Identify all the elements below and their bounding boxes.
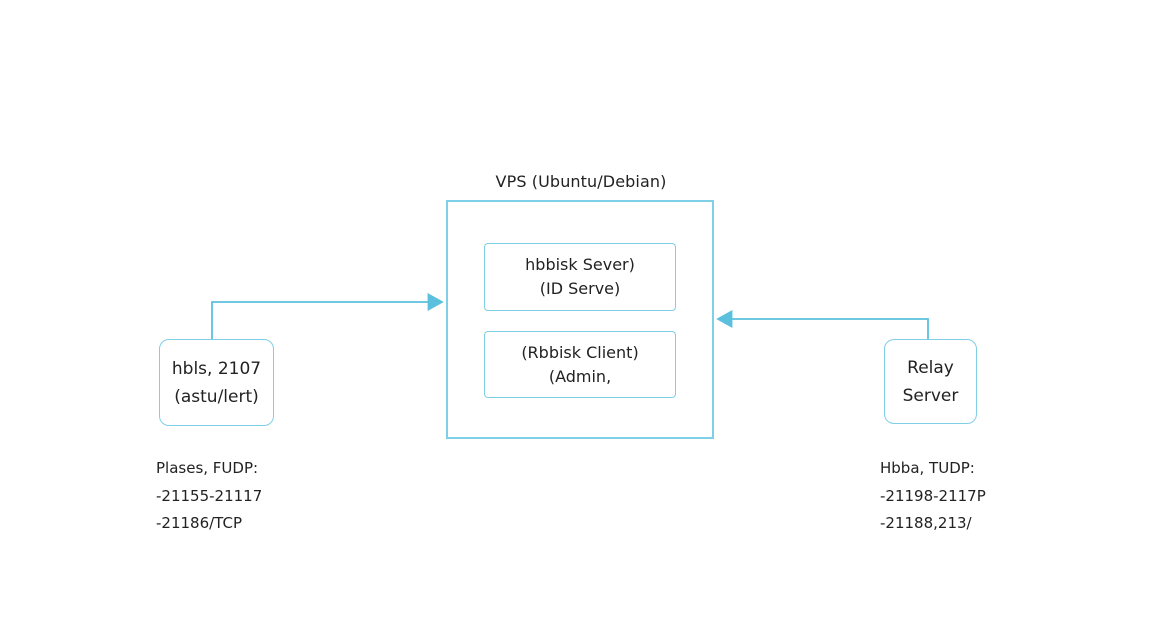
left-to-vps-arrow xyxy=(211,293,444,339)
admin-client-label-line1: (Rbbisk Client) xyxy=(521,342,639,362)
left-ports-info: Plases, FUDP: -21155-21117 -21186/TCP xyxy=(156,455,262,537)
left-node-label-line2: (astu/lert) xyxy=(174,386,259,407)
right-ports-heading: Hbba, TUDP: xyxy=(880,459,975,477)
admin-client-box: (Rbbisk Client) (Admin, xyxy=(484,331,676,398)
right-port-line: -21188,213/ xyxy=(880,514,972,532)
left-node: hbls, 2107 (astu/lert) xyxy=(159,339,274,426)
relay-server-label-line1: Relay xyxy=(907,357,954,378)
relay-server-label-line2: Server xyxy=(902,385,959,406)
right-ports-info: Hbba, TUDP: -21198-2117P -21188,213/ xyxy=(880,455,986,537)
left-ports-heading: Plases, FUDP: xyxy=(156,459,259,477)
right-to-vps-arrow xyxy=(716,310,929,339)
vps-title: VPS (Ubuntu/Debian) xyxy=(495,172,667,191)
left-node-label-line1: hbls, 2107 xyxy=(171,358,262,379)
id-server-label-line2: (ID Serve) xyxy=(539,279,621,298)
id-server-label-line1: hbbisk Sever) xyxy=(525,255,635,274)
left-port-line: -21155-21117 xyxy=(156,487,263,505)
id-server-box: hbbisk Sever) (ID Serve) xyxy=(484,243,676,311)
relay-server-node: Relay Server xyxy=(884,339,977,424)
admin-client-label-line2: (Admin, xyxy=(548,366,612,386)
right-port-line: -21198-2117P xyxy=(880,487,986,505)
vps-container xyxy=(446,200,714,439)
left-port-line: -21186/TCP xyxy=(156,514,242,532)
